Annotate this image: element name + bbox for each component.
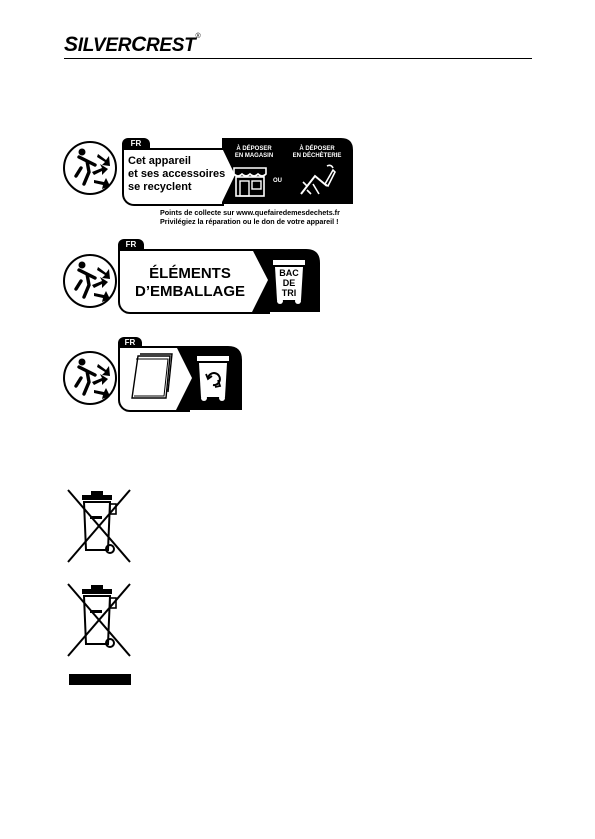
shop-icon [232, 166, 268, 198]
recycle-bin-icon [196, 354, 230, 402]
recycling-centre-icon [297, 164, 337, 198]
weee-black-bar [69, 674, 131, 685]
header-rule [64, 58, 532, 59]
triman-icon [62, 140, 118, 196]
bin-line3: TRI [276, 288, 302, 298]
logo2-text-line2: D’EMBALLAGE [124, 283, 256, 301]
option-separator: OU [273, 178, 282, 184]
brand-silver: ILVER [78, 35, 131, 56]
paper-icon [128, 352, 176, 402]
brand-logo: SILVERCREST® [64, 33, 200, 57]
registered-mark: ® [195, 33, 200, 40]
option2-line1: À DÉPOSER [286, 146, 348, 153]
logo2-text-line1: ÉLÉMENTS [124, 265, 256, 283]
brand-letter-c: C [131, 33, 146, 56]
weee-crossed-bin-icon [64, 486, 136, 564]
brand-rest: REST [146, 35, 195, 56]
bin-line1: BAC [276, 268, 302, 278]
logo1-footer-line1: Points de collecte sur www.quefairedemes… [160, 208, 340, 217]
option1-line2: EN MAGASIN [228, 153, 280, 160]
option2-line2: EN DÉCHÈTERIE [286, 153, 348, 160]
logo1-footer-line2: Privilégiez la réparation ou le don de v… [160, 217, 340, 226]
triman-icon [62, 350, 118, 406]
triman-icon [62, 253, 118, 309]
brand-letter-s: S [64, 33, 78, 56]
weee-crossed-bin-icon [64, 580, 136, 658]
option1-line1: À DÉPOSER [228, 146, 280, 153]
bin-line2: DE [276, 278, 302, 288]
